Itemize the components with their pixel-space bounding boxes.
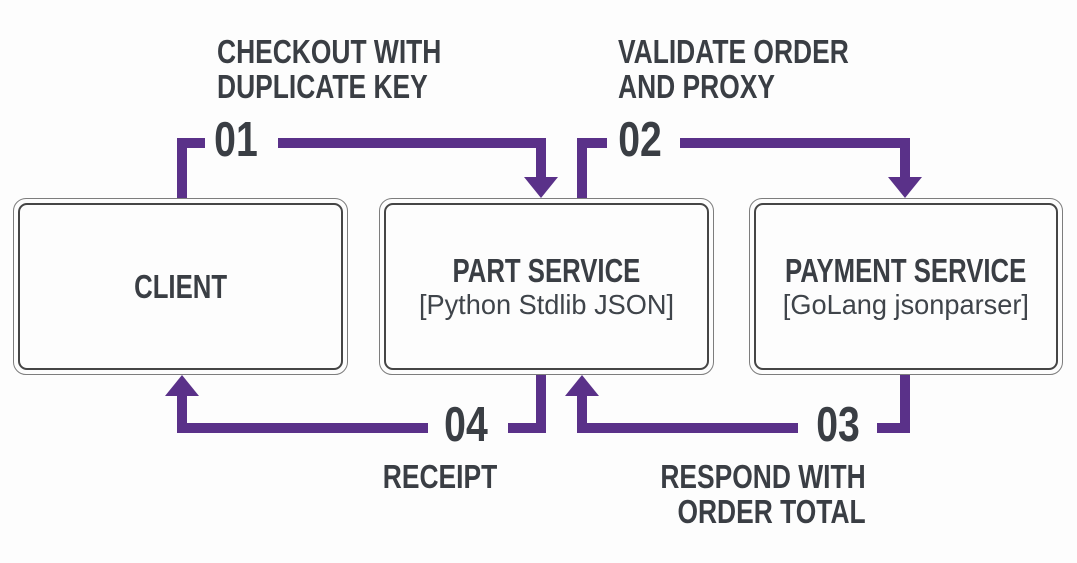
step-01-connector-main: [278, 138, 546, 148]
step-03-label-line1: RESPOND WITH: [660, 458, 866, 495]
step-01-label-line1: CHECKOUT WITH: [217, 33, 442, 70]
step-01-arrowhead-down-icon: [524, 177, 558, 198]
step-03-label: RESPOND WITH ORDER TOTAL: [661, 459, 866, 529]
step-01-number: 01: [214, 113, 258, 167]
step-02-label-line2: AND PROXY: [618, 68, 775, 105]
node-payment-service-inner-border: PAYMENT SERVICE [GoLang jsonparser]: [754, 203, 1058, 370]
step-02-connector-leg-from-part: [577, 138, 587, 198]
step-02-connector-leg-to-payment: [900, 138, 910, 178]
step-02-label-line1: VALIDATE ORDER: [618, 33, 849, 70]
step-04-connector-stub: [508, 423, 546, 433]
step-01-connector-leg-to-part: [536, 138, 546, 178]
step-04-number: 04: [444, 398, 488, 452]
node-client: CLIENT: [13, 198, 348, 375]
step-02-number: 02: [618, 113, 662, 167]
node-payment-service: PAYMENT SERVICE [GoLang jsonparser]: [749, 198, 1063, 375]
step-01-connector-stub: [177, 138, 205, 148]
node-part-service-title: PART SERVICE: [452, 251, 641, 289]
node-payment-service-title: PAYMENT SERVICE: [785, 251, 1027, 289]
step-04-label: RECEIPT: [360, 459, 520, 494]
node-part-service: PART SERVICE [Python Stdlib JSON]: [379, 198, 714, 375]
step-04-connector-leg-from-part: [536, 375, 546, 433]
node-part-service-subtitle: [Python Stdlib JSON]: [418, 288, 675, 320]
step-04-connector-leg-to-client: [177, 394, 187, 433]
step-03-connector-leg-to-part: [577, 394, 587, 433]
step-03-connector-main: [577, 423, 798, 433]
node-part-service-inner-border: PART SERVICE [Python Stdlib JSON]: [384, 203, 709, 370]
step-01-label: CHECKOUT WITH DUPLICATE KEY: [217, 34, 441, 104]
step-03-label-line2: ORDER TOTAL: [677, 493, 866, 530]
step-04-connector-main: [177, 423, 428, 433]
node-payment-service-subtitle: [GoLang jsonparser]: [782, 288, 1030, 320]
step-04-arrowhead-up-icon: [165, 375, 199, 396]
step-02-label: VALIDATE ORDER AND PROXY: [618, 34, 849, 104]
step-01-connector-leg-from-client: [177, 138, 187, 198]
step-02-arrowhead-down-icon: [888, 177, 922, 198]
step-03-connector-stub: [877, 423, 910, 433]
step-03-connector-leg-from-payment: [900, 375, 910, 433]
node-client-inner-border: CLIENT: [18, 203, 343, 370]
step-02-connector-main: [680, 138, 910, 148]
node-client-title: CLIENT: [134, 267, 227, 305]
step-01-label-line2: DUPLICATE KEY: [217, 68, 428, 105]
step-04-label-line1: RECEIPT: [382, 458, 498, 495]
step-03-arrowhead-up-icon: [565, 375, 599, 396]
step-02-connector-stub: [577, 138, 607, 148]
step-03-number: 03: [816, 398, 860, 452]
